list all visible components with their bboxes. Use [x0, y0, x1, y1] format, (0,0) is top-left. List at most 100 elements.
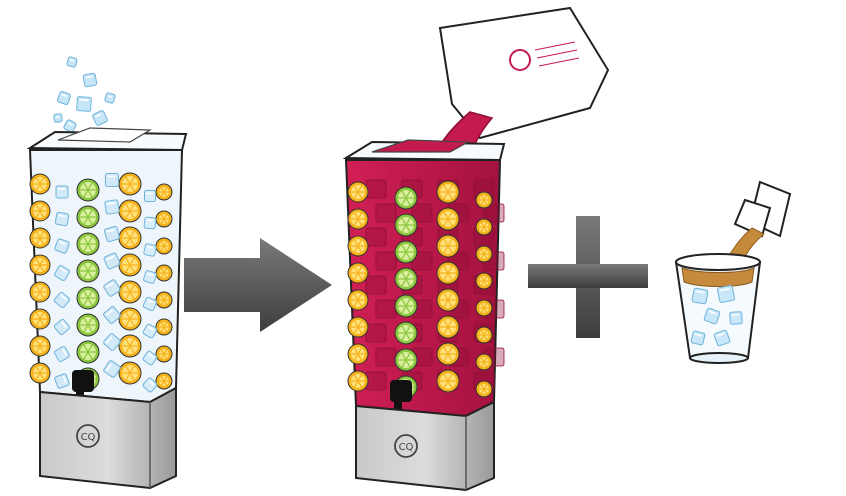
lemon-slice [119, 200, 141, 222]
ice-cube-icon [92, 110, 108, 126]
ice-cube-icon [366, 228, 386, 246]
lemon-slice [119, 335, 141, 357]
lime-slice [395, 295, 417, 317]
lemon-slice [156, 319, 172, 335]
lemon-slice [437, 235, 459, 257]
glass-with-liquor [676, 182, 790, 363]
lemon-slice [476, 273, 492, 289]
lemon-slice [119, 362, 141, 384]
lemon-slice [348, 371, 368, 391]
lemon-slice [437, 343, 459, 365]
lemon-slice [476, 381, 492, 397]
lemon-slice [476, 246, 492, 262]
lime-slice [395, 241, 417, 263]
dispenser-punch: CQ [346, 8, 608, 490]
ice-cube-icon [104, 92, 115, 103]
lime-slice [395, 187, 417, 209]
logo-text: CQ [399, 442, 414, 453]
logo-text: CQ [81, 432, 96, 443]
lime-slice [395, 322, 417, 344]
lemon-slice [30, 336, 50, 356]
lemon-slice [348, 344, 368, 364]
plus-icon [528, 216, 648, 338]
ice-cube-icon [144, 217, 156, 229]
ice-cube-icon [66, 56, 77, 67]
ice-cube-icon [83, 73, 97, 87]
lemon-slice [30, 282, 50, 302]
lime-slice [395, 349, 417, 371]
right-arrow-icon [184, 238, 332, 332]
ice-cube-icon [54, 114, 63, 123]
ice-cube-icon [76, 96, 91, 111]
dispenser-punch-base [356, 402, 494, 490]
lemon-slice [156, 238, 172, 254]
ice-cube-icon [105, 200, 120, 215]
lemon-slice [437, 181, 459, 203]
lemon-slice [348, 290, 368, 310]
lemon-slice [156, 265, 172, 281]
lime-slice [77, 179, 99, 201]
ice-cube-icon [55, 212, 69, 226]
lemon-slice [30, 174, 50, 194]
dispenser-water-base [40, 388, 176, 488]
dispenser-water: CQ [30, 56, 186, 488]
lemon-slice [119, 281, 141, 303]
lemon-slice [476, 300, 492, 316]
ice-cube-icon [366, 180, 386, 198]
ice-cube-icon [717, 285, 735, 303]
lemon-slice [476, 219, 492, 235]
lemon-slice [30, 255, 50, 275]
ice-cube-icon [366, 276, 386, 294]
lime-slice [395, 268, 417, 290]
lemon-slice [30, 201, 50, 221]
lemon-slice [437, 289, 459, 311]
lemon-slice [30, 228, 50, 248]
lemon-slice [348, 182, 368, 202]
ice-cube-icon [376, 300, 396, 318]
ice-cube-icon [730, 312, 743, 325]
ice-cube-icon [143, 243, 156, 256]
lemon-slice [437, 262, 459, 284]
lemon-slice [119, 254, 141, 276]
lemon-slice [348, 236, 368, 256]
ice-cube-icon [376, 204, 396, 222]
lemon-slice [476, 192, 492, 208]
ice-cube-icon [145, 191, 156, 202]
lemon-slice [156, 184, 172, 200]
ice-cube-icon [104, 226, 120, 242]
lime-slice [77, 314, 99, 336]
lemon-slice [156, 292, 172, 308]
ice-cube-icon [106, 174, 119, 187]
lemon-slice [476, 354, 492, 370]
lemon-slice [30, 363, 50, 383]
lemon-slice [119, 173, 141, 195]
ice-cube-icon [56, 186, 68, 198]
lemon-slice [348, 317, 368, 337]
ice-cube-icon [376, 348, 396, 366]
lemon-slice [156, 211, 172, 227]
jigger-icon [735, 182, 790, 236]
lemon-slice [119, 308, 141, 330]
lemon-slice [156, 346, 172, 362]
lime-slice [77, 341, 99, 363]
ice-cube-icon [57, 91, 71, 105]
lemon-slice [30, 309, 50, 329]
lemon-slice [348, 263, 368, 283]
ice-cube-icon [366, 372, 386, 390]
lemon-slice [437, 316, 459, 338]
ice-cube-icon [376, 252, 396, 270]
lime-slice [395, 214, 417, 236]
ice-cube-icon [691, 331, 706, 346]
ice-cube-icon [63, 119, 77, 133]
lime-slice [77, 287, 99, 309]
lemon-slice [476, 327, 492, 343]
lemon-slice [119, 227, 141, 249]
ice-cube-icon [366, 324, 386, 342]
lemon-slice [156, 373, 172, 389]
lime-slice [77, 260, 99, 282]
lime-slice [77, 233, 99, 255]
ice-cube-icon [692, 288, 708, 304]
lemon-slice [437, 370, 459, 392]
